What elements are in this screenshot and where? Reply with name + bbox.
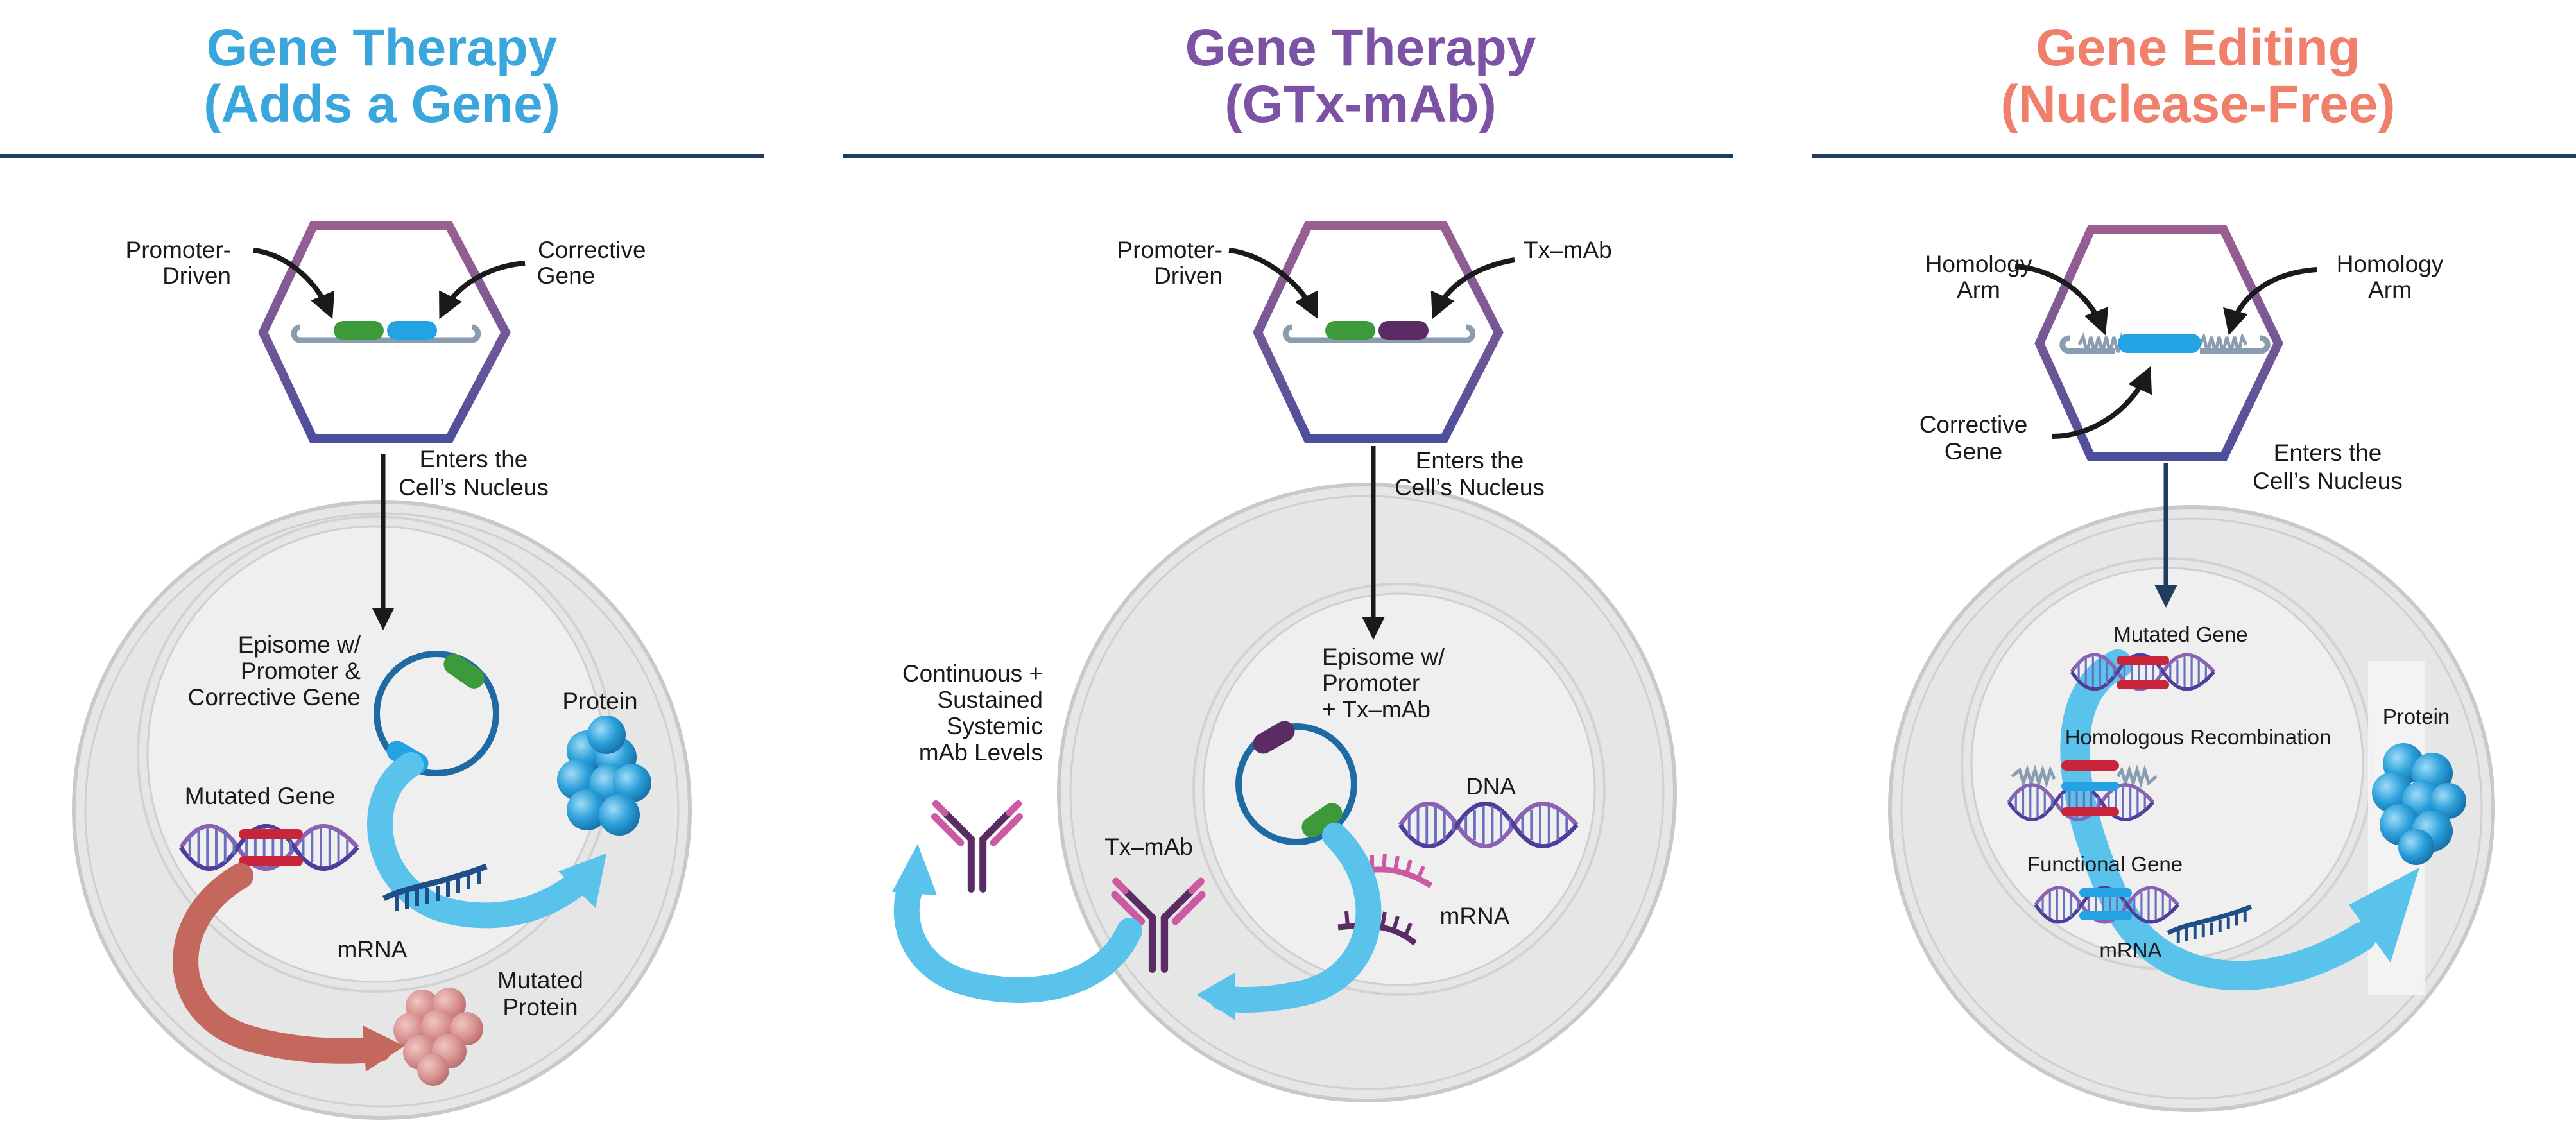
panel1-mutated-protein-icon [393, 988, 483, 1086]
panel2-label-episome-line1: Episome w/ [1322, 644, 1445, 670]
panel1-title-line2: (Adds a Gene) [203, 75, 560, 133]
panel1-label-mutated-protein-line2: Protein [502, 994, 578, 1020]
panel2-label-promoter-line1: Promoter- [1117, 237, 1223, 263]
panel3-label-functional-gene: Functional Gene [2027, 852, 2183, 876]
panel3-label-homology-right-line2: Arm [2368, 277, 2412, 303]
panel1-label-promoter-line2: Driven [162, 262, 231, 289]
panel3-label-mrna: mRNA [2099, 938, 2161, 962]
panel2-label-enters-line1: Enters the [1416, 447, 1524, 474]
panel1-label-mutated-gene: Mutated Gene [185, 783, 335, 809]
panel1-label-corrective-line1: Corrective [538, 237, 646, 263]
panel2-title-line2: (GTx-mAb) [1224, 75, 1497, 133]
panel1-expression-arrow [367, 752, 594, 929]
panel3-label-protein: Protein [2383, 705, 2450, 728]
panel1-label-promoter-line1: Promoter- [126, 237, 231, 263]
panel2-promoter-arrow [1228, 248, 1318, 320]
panel1-label-mutated-protein-line1: Mutated [497, 967, 583, 993]
panel3-homology-left-arrow [2014, 264, 2109, 336]
panel3-label-mutated-gene: Mutated Gene [2113, 622, 2247, 646]
panel3-label-homology-left-line2: Arm [1957, 277, 2000, 303]
panel1-episome-icon [374, 651, 499, 776]
panel3-label-corrective-line2: Gene [1945, 438, 2003, 465]
panel3-label-homology-left-line1: Homology [1925, 251, 2032, 277]
panel2-label-promoter-line2: Driven [1154, 262, 1223, 289]
panel1-mutated-expression-arrow [173, 863, 391, 1064]
panel1-label-corrective-line2: Gene [537, 262, 596, 289]
panel2-capsid-icon [1253, 221, 1504, 443]
panel3-homology-right-arrow [2223, 267, 2317, 336]
panel2-label-txmab-cell: Tx–mAb [1104, 834, 1193, 860]
panel2-nucleus [1202, 592, 1596, 986]
panel3-homologous-recombination-icon [2009, 760, 2158, 819]
panel3-label-enters-line2: Cell’s Nucleus [2253, 468, 2403, 494]
panel2-expression-arrow [1210, 823, 1382, 1013]
panel1-label-protein: Protein [562, 688, 637, 714]
panel3-title-line2: (Nuclease-Free) [2000, 75, 2395, 133]
panel1-label-enters-line1: Enters the [420, 446, 528, 472]
panel2-label-continuous-line2: Sustained [937, 687, 1043, 713]
panel3-label-homology-right-line1: Homology [2337, 251, 2444, 277]
panel1-label-episome-line3: Corrective Gene [188, 684, 361, 710]
panel2-txmab-arrow [1430, 257, 1515, 320]
panel1-capsid-icon [258, 221, 511, 443]
panel2-vector-construct-icon [1282, 321, 1476, 343]
panel2-label-txmab: Tx–mAb [1524, 237, 1612, 263]
panel3-title-line1: Gene Editing [2036, 19, 2360, 77]
panel2-secretion-arrow [893, 873, 1142, 1003]
panel2-antibody-systemic-icon [935, 804, 1020, 889]
panel2-label-mrna: mRNA [1440, 903, 1510, 929]
panel-gene-therapy-gtx-mab: Gene Therapy (GTx-mAb) Promoter- Driven … [843, 19, 1733, 1102]
panel2-label-enters-line2: Cell’s Nucleus [1395, 474, 1545, 501]
panel3-corrective-arrow [2052, 366, 2152, 439]
panel1-label-mrna: mRNA [338, 936, 408, 963]
panel2-label-dna: DNA [1466, 773, 1516, 800]
panel3-label-corrective-line1: Corrective [1919, 411, 2028, 438]
panel3-protein-icon [2372, 743, 2466, 865]
panel2-label-continuous-line4: mAb Levels [919, 739, 1043, 766]
panel1-label-episome-line2: Promoter & [241, 658, 361, 684]
panel2-label-episome-line3: + Tx–mAb [1322, 696, 1430, 723]
panel1-promoter-arrow [253, 248, 335, 320]
panel1-vector-construct-icon [291, 321, 481, 343]
panel2-label-continuous-line3: Systemic [947, 713, 1043, 739]
panel1-title-line1: Gene Therapy [207, 19, 558, 77]
panel-gene-editing-nuclease-free: Gene Editing (Nuclease-Free) Homology Ar… [1812, 19, 2576, 1112]
panel3-label-enters-line1: Enters the [2274, 440, 2382, 466]
panel2-title-line1: Gene Therapy [1185, 19, 1536, 77]
panel3-label-homologous-recombination: Homologous Recombination [2065, 725, 2331, 749]
panel1-label-enters-line2: Cell’s Nucleus [399, 474, 549, 501]
panel1-label-episome-line1: Episome w/ [238, 631, 361, 658]
panel1-protein-icon [557, 716, 651, 836]
panel2-label-continuous-line1: Continuous + [902, 660, 1043, 687]
panel-gene-therapy-adds-gene: Gene Therapy (Adds a Gene) Promoter- Dri… [0, 19, 764, 1120]
panel2-label-episome-line2: Promoter [1322, 670, 1420, 696]
panel2-episome-icon [1235, 723, 1357, 845]
panel3-vector-construct-icon [2059, 332, 2271, 354]
panel1-corrective-arrow [439, 261, 526, 320]
